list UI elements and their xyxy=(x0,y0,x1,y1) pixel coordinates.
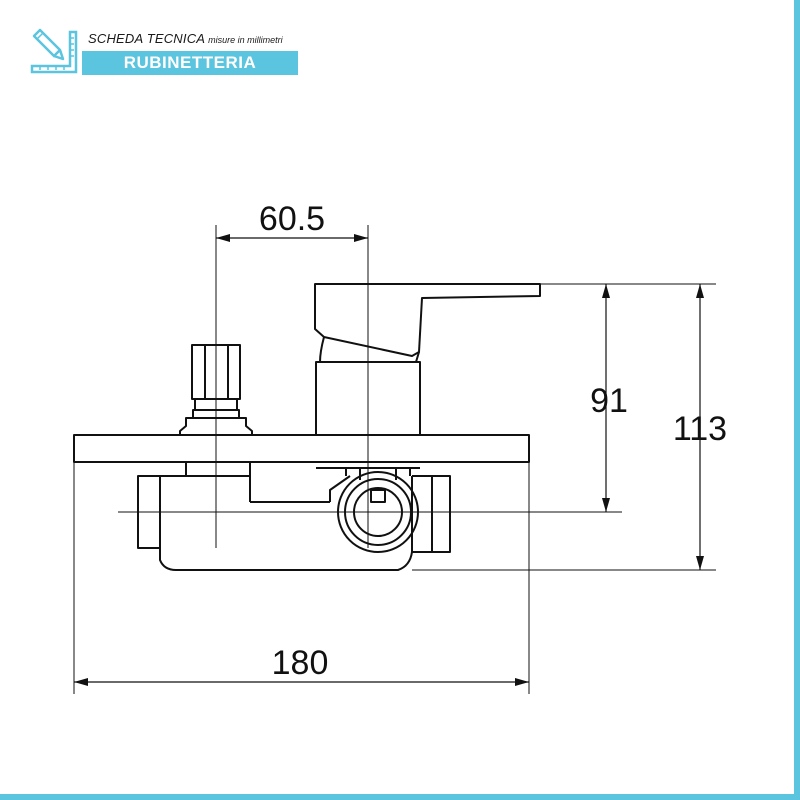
dim-label-spout-height: 91 xyxy=(590,382,628,420)
dim-label-total-height: 113 xyxy=(673,410,727,448)
category-banner: RUBINETTERIA xyxy=(82,51,298,75)
ruler-pencil-icon xyxy=(30,28,78,74)
sheet-subtitle: misure in millimetri xyxy=(208,35,283,45)
handle-neck xyxy=(319,336,420,363)
dim-label-total-width: 180 xyxy=(272,644,329,682)
dim-label-handle-offset: 60.5 xyxy=(259,200,325,238)
concealed-body xyxy=(137,462,451,571)
lever-handle xyxy=(314,283,541,357)
escutcheon-plate xyxy=(73,434,530,463)
sheet-title: SCHEDA TECNICA xyxy=(88,31,206,46)
